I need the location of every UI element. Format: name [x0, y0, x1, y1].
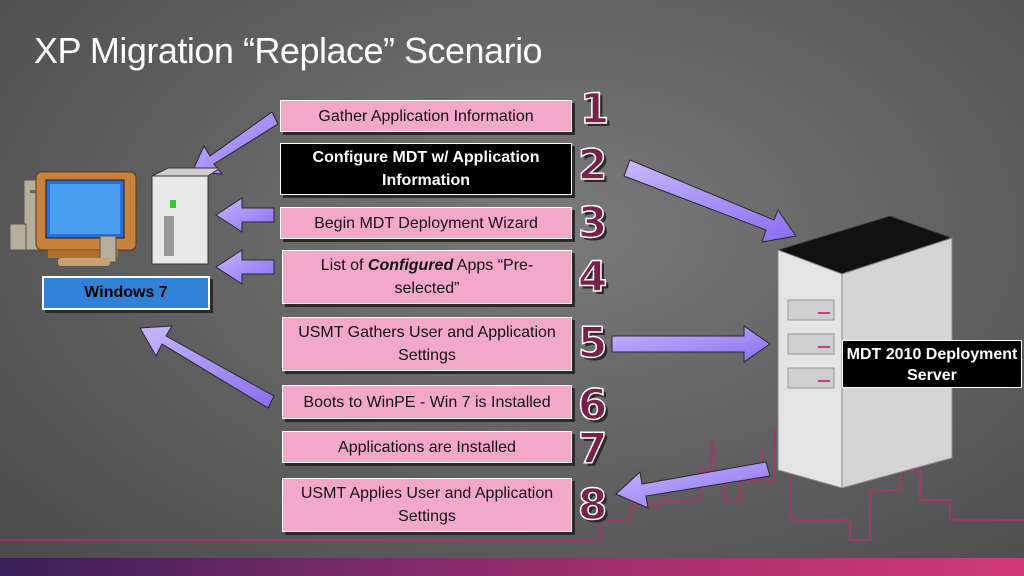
arrow-4-to-client	[215, 249, 275, 285]
step-7-label: Applications are Installed	[338, 438, 516, 456]
step-7-number: 7	[577, 423, 608, 474]
arrow-8-to-client	[615, 461, 771, 509]
step-8-box: USMT Applies User and Application Settin…	[282, 478, 572, 532]
windows-7-label: Windows 7	[42, 276, 210, 310]
step-5-label: USMT Gathers User and Application Settin…	[298, 324, 556, 364]
step-4-label: List of Configured Apps “Pre-selected”	[289, 254, 565, 300]
desktop-computer-icon	[9, 167, 218, 266]
server-tower-icon	[776, 215, 954, 488]
step-4-number: 4	[577, 251, 608, 302]
step-1-box: Gather Application Information	[280, 100, 572, 132]
step-4-label-after: Apps “Pre-selected”	[394, 257, 534, 297]
step-4-label-emphasis: Configured	[367, 257, 454, 274]
arrow-1-to-client	[191, 111, 279, 175]
step-4-label-before: List of	[320, 257, 368, 274]
step-6-label: Boots to WinPE - Win 7 is Installed	[303, 393, 551, 411]
step-3-number: 3	[577, 197, 608, 248]
step-5-box: USMT Gathers User and Application Settin…	[282, 317, 572, 371]
step-4-box: List of Configured Apps “Pre-selected”	[282, 250, 572, 304]
step-1-label: Gather Application Information	[318, 107, 534, 125]
step-6-box: Boots to WinPE - Win 7 is Installed	[282, 385, 572, 419]
step-6-number: 6	[577, 379, 608, 430]
step-8-number: 8	[577, 479, 608, 530]
arrow-5-to-server	[611, 325, 771, 363]
arrow-6-to-client	[139, 325, 275, 409]
arrow-3-to-client	[215, 197, 275, 233]
step-3-label: Begin MDT Deployment Wizard	[314, 214, 538, 232]
step-8-label: USMT Applies User and Application Settin…	[300, 485, 554, 525]
step-2-number: 2	[577, 139, 608, 190]
bottom-gradient-band	[0, 558, 1024, 576]
step-7-box: Applications are Installed	[282, 431, 572, 463]
step-2-label: Configure MDT w/ Application Information	[312, 149, 540, 189]
step-2-box: Configure MDT w/ Application Information	[280, 143, 572, 195]
step-1-number: 1	[579, 83, 610, 134]
mdt-server-label: MDT 2010 Deployment Server	[842, 340, 1022, 388]
slide-title: XP Migration “Replace” Scenario	[34, 30, 543, 71]
step-5-number: 5	[577, 317, 608, 368]
step-3-box: Begin MDT Deployment Wizard	[280, 207, 572, 239]
arrow-2-to-server	[623, 159, 797, 243]
